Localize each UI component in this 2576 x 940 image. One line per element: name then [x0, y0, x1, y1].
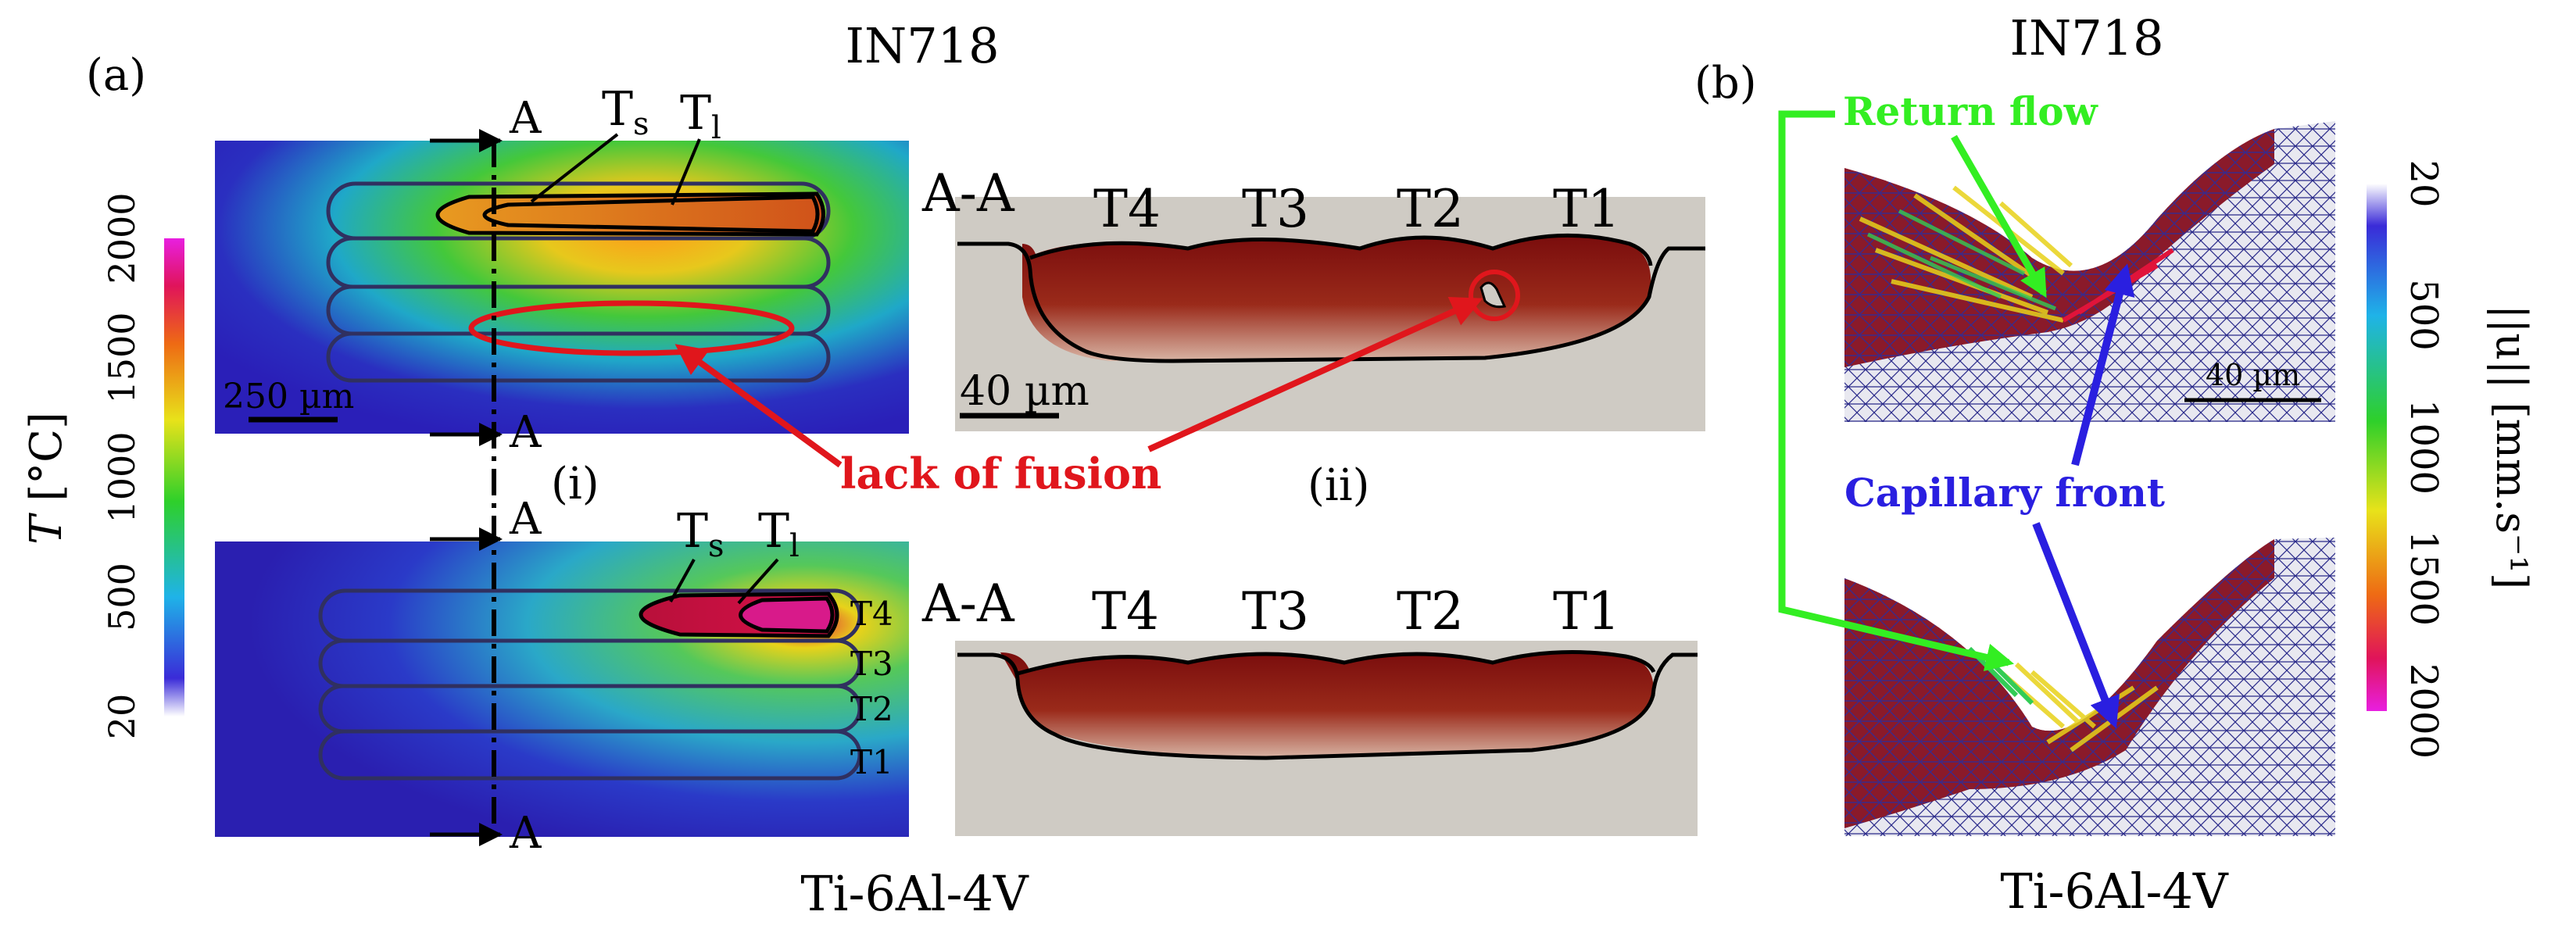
section-mark-4: A — [509, 808, 542, 859]
colorbar-tick-2000: 2000 — [101, 192, 143, 284]
scale-text-cross: 40 µm — [960, 368, 1089, 415]
panel-a-label: (a) — [86, 50, 146, 101]
isotherm-labels: Ts Tl Ts Tl — [530, 82, 800, 605]
section-mark-3: A — [509, 494, 542, 545]
track-label-t3-top: T3 — [1242, 179, 1309, 239]
track-label-side-t2: T2 — [850, 690, 893, 728]
flow-vectors-ti64 — [1999, 662, 2159, 752]
velocity-tick-1500: 1500 — [2402, 531, 2445, 626]
velocity-tick-20: 20 — [2402, 159, 2445, 207]
track-label-side-t4: T4 — [850, 595, 893, 633]
lack-of-fusion-marker-top — [468, 300, 795, 356]
colorbar-tick-500: 500 — [101, 563, 143, 631]
top-surface-ti64 — [1017, 650, 1656, 676]
lack-of-fusion-void — [1479, 281, 1507, 309]
solidus-label-bottom: Ts — [677, 504, 724, 564]
velocity-colorbar: 20 500 1000 1500 2000 ||u|| [mm.s⁻¹] — [2367, 159, 2536, 759]
track-label-t1-bottom: T1 — [1553, 581, 1620, 642]
flow-vectors-in718-b — [1866, 209, 2056, 311]
sub-label-ii: (ii) — [1308, 460, 1370, 511]
melt-pool-outline-ti64 — [957, 652, 1698, 760]
liquidus-leader-bottom — [737, 558, 779, 605]
track-outline-ti-4 — [318, 729, 862, 781]
capillary-arrow-bottom — [2032, 522, 2120, 729]
track-label-side-t1: T1 — [850, 743, 893, 781]
lack-of-fusion-marker-cross — [1469, 270, 1520, 321]
track-label-t4-bottom: T4 — [1092, 581, 1159, 642]
return-flow-bracket — [1778, 110, 2015, 671]
liquidus-label-bottom: Tl — [758, 504, 800, 564]
section-label-top: A-A — [921, 163, 1015, 223]
velocity-tick-1000: 1000 — [2402, 399, 2445, 495]
track-label-t2-bottom: T2 — [1397, 581, 1464, 642]
colorbar-tick-1000: 1000 — [101, 431, 143, 523]
temperature-unit: [°C] — [21, 412, 72, 515]
section-mark-1: A — [509, 93, 542, 144]
panel-b-title-top: IN718 — [2009, 9, 2163, 66]
track-label-side-t3: T3 — [850, 645, 893, 683]
top-surface-in718 — [1029, 233, 1653, 266]
velocity-tick-500: 500 — [2402, 279, 2445, 351]
section-mark-2: A — [509, 407, 542, 458]
solidus-label-top: Ts — [602, 82, 649, 142]
return-flow-annotation: Return flow — [1778, 88, 2099, 671]
section-line: A A A A — [430, 93, 542, 859]
capillary-front-annotation: Capillary front — [1844, 263, 2165, 729]
panel-a-title-bottom: Ti-6Al-4V — [800, 865, 1029, 922]
track-label-t1-top: T1 — [1553, 179, 1620, 239]
return-flow-arrow-top — [1951, 134, 2047, 298]
melt-pool-ti64 — [1000, 652, 1654, 758]
liquidus-leader-top — [671, 138, 701, 206]
return-flow-label: Return flow — [1843, 88, 2099, 134]
panel-b-label: (b) — [1694, 58, 1757, 109]
melt-pool-outline-in718 — [957, 241, 1705, 363]
temperature-colorbar: 20 500 1000 1500 2000 T [°C] — [21, 192, 184, 739]
flow-vectors-in718 — [1859, 185, 2073, 323]
cross-section-in718: 40 µm T4 T3 T2 T1 A-A — [921, 163, 1705, 431]
colorbar-tick-20: 20 — [101, 694, 143, 740]
top-view-in718: 250 µm — [215, 141, 909, 434]
scale-text-top: 250 µm — [223, 377, 354, 416]
lack-of-fusion-annotation: lack of fusion — [674, 296, 1483, 499]
top-view-ti64-field — [215, 541, 909, 837]
track-label-t4-top: T4 — [1093, 179, 1161, 239]
panel-a-title-top: IN718 — [845, 17, 999, 74]
colorbar-tick-1500: 1500 — [101, 312, 143, 403]
track-outline-4 — [326, 331, 831, 383]
temperature-symbol: T — [21, 513, 72, 545]
solidus-leader-bottom — [669, 559, 696, 602]
temperature-axis-label: T [°C] — [21, 412, 72, 545]
melt-pool-surface-in718 — [1844, 129, 2274, 367]
velocity-colorbar-gradient — [2367, 184, 2387, 711]
lack-of-fusion-label: lack of fusion — [840, 449, 1161, 499]
melt-pool-in718 — [1022, 235, 1651, 361]
solidus-leader-top — [530, 133, 619, 203]
capillary-front-label: Capillary front — [1844, 470, 2165, 516]
velocity-field-in718: 40 µm — [1844, 121, 2335, 422]
panel-b-title-bottom: Ti-6Al-4V — [2000, 863, 2229, 920]
sub-label-i: (i) — [551, 459, 599, 509]
track-label-t2-top: T2 — [1397, 179, 1464, 239]
capillary-arrow-top — [2071, 263, 2135, 466]
velocity-field-ti64 — [1844, 538, 2335, 836]
cross-section-ti64: T4 T3 T2 T1 A-A — [921, 574, 1698, 836]
track-label-t3-bottom: T3 — [1242, 581, 1309, 642]
lack-of-fusion-arrow-right — [1147, 296, 1483, 452]
scale-text-panel-b: 40 µm — [2206, 358, 2300, 392]
top-view-ti64: T4 T3 T2 T1 — [215, 541, 909, 837]
velocity-tick-2000: 2000 — [2402, 663, 2445, 759]
section-label-bottom: A-A — [921, 574, 1015, 634]
liquidus-isotherm-bottom — [739, 596, 835, 634]
temperature-colorbar-gradient — [164, 238, 184, 717]
lack-of-fusion-arrow-left — [674, 344, 843, 468]
melt-pool-surface-ti64 — [1844, 539, 2274, 828]
liquidus-label-top: Tl — [680, 86, 721, 146]
velocity-axis-label: ||u|| [mm.s⁻¹] — [2487, 305, 2536, 589]
